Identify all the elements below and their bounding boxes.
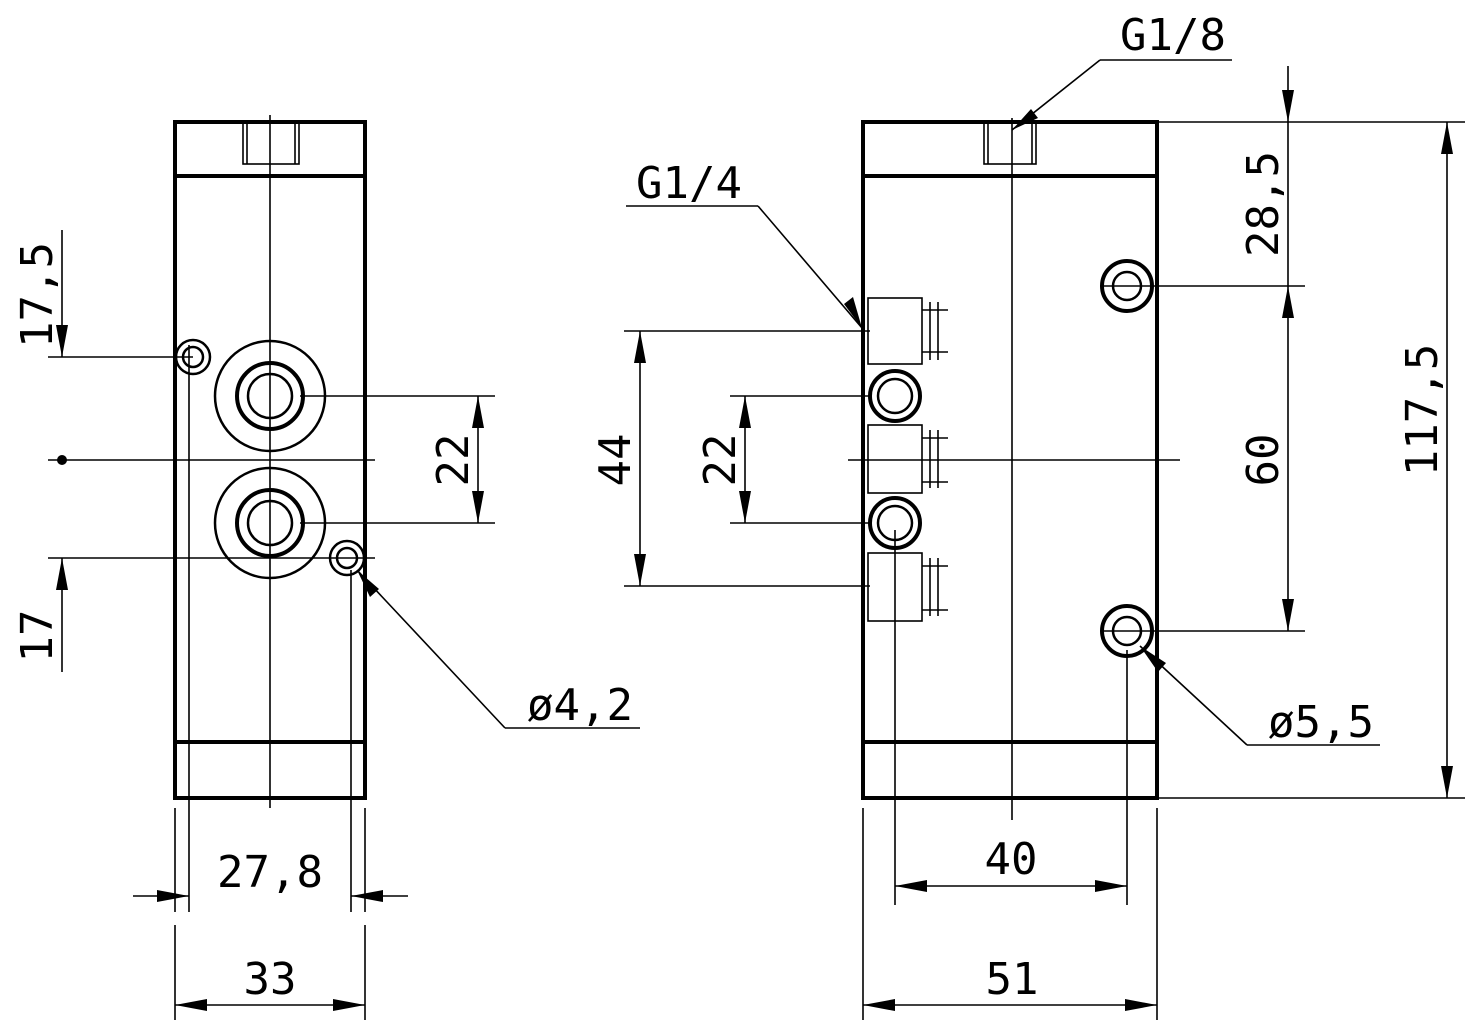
dim-left-33: 33 bbox=[244, 954, 297, 1005]
callout-left-hole: ø4,2 bbox=[527, 680, 633, 731]
dim-right-51: 51 bbox=[986, 954, 1039, 1005]
dim-right-60: 60 bbox=[1238, 434, 1289, 487]
left-top-port bbox=[242, 121, 300, 165]
dim-right-40: 40 bbox=[985, 834, 1038, 885]
dim-right-28-5: 28,5 bbox=[1238, 151, 1289, 257]
right-top-port bbox=[983, 121, 1037, 165]
dim-left-17-5: 17,5 bbox=[12, 242, 63, 348]
dim-right-44: 44 bbox=[590, 434, 641, 487]
right-side-fitting-top bbox=[867, 297, 948, 365]
dim-left-22: 22 bbox=[428, 434, 479, 487]
dim-right-22: 22 bbox=[695, 434, 746, 487]
left-view: 17,5 17 22 ø4,2 27,8 33 bbox=[12, 115, 640, 1020]
dim-left-17: 17 bbox=[12, 610, 63, 663]
right-side-fitting-mid bbox=[867, 424, 948, 494]
callout-right-hole: ø5,5 bbox=[1268, 697, 1374, 748]
right-side-fitting-bottom bbox=[867, 552, 948, 622]
callout-right-side-port: G1/4 bbox=[636, 158, 742, 209]
dim-left-27-8: 27,8 bbox=[217, 847, 323, 898]
callout-right-top-port: G1/8 bbox=[1120, 10, 1226, 61]
right-port-upper bbox=[868, 369, 922, 423]
dim-right-117-5: 117,5 bbox=[1397, 344, 1448, 476]
right-view: 28,5 60 117,5 G1/8 G1/4 44 22 bbox=[590, 10, 1465, 1020]
